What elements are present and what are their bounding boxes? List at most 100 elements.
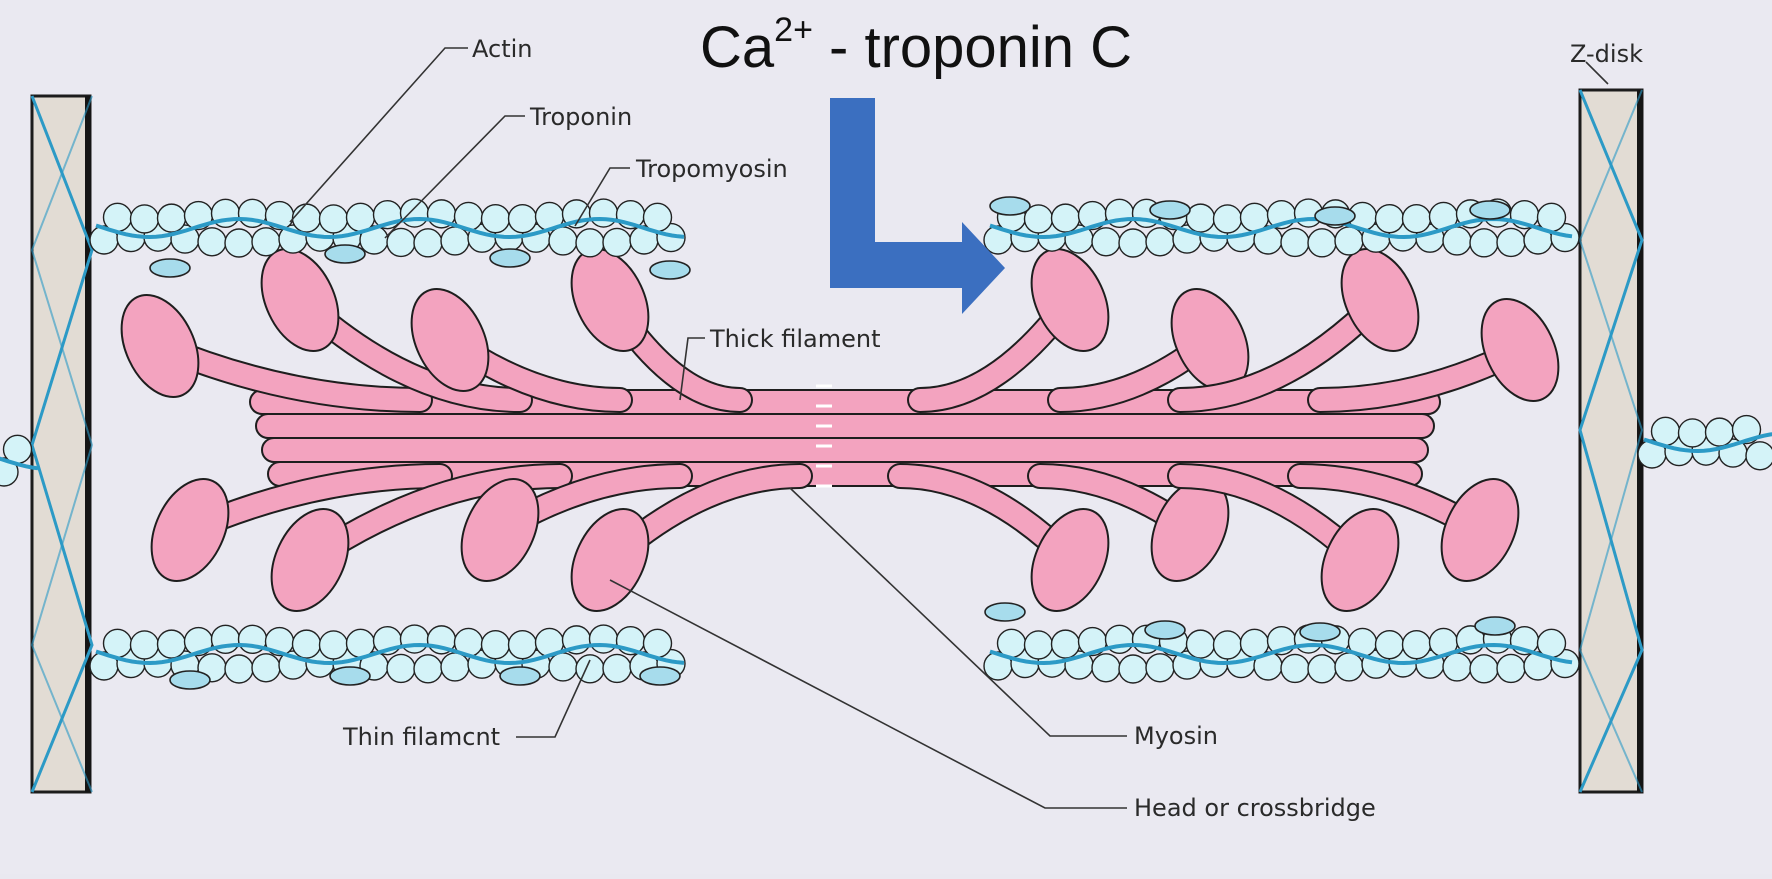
actin-bead <box>386 653 416 684</box>
troponin-complex <box>639 666 681 686</box>
troponin-complex <box>1314 206 1356 226</box>
actin-bead <box>548 652 578 682</box>
thin-filament-stub-left <box>0 434 39 487</box>
actin-bead <box>507 629 538 660</box>
actin-bead <box>1212 204 1243 234</box>
actin-bead <box>1212 630 1243 660</box>
troponin-complex <box>149 258 191 278</box>
actin-bead <box>1469 654 1499 684</box>
actin-bead <box>575 654 605 684</box>
troponin-complex <box>989 196 1031 216</box>
troponin-complex <box>1474 616 1516 636</box>
actin-bead <box>588 624 619 654</box>
thin-filament-bottom-left <box>89 624 686 690</box>
actin-bead <box>1185 203 1216 233</box>
thick-filament <box>120 247 1560 613</box>
actin-bead <box>1050 203 1081 233</box>
actin-bead <box>480 203 511 234</box>
troponin-complex <box>489 248 531 268</box>
thin-filament-bottom-right <box>983 602 1580 684</box>
actin-bead <box>291 203 322 233</box>
actin-bead <box>318 204 349 234</box>
troponin-complex <box>324 244 366 264</box>
actin-bead <box>1091 653 1121 683</box>
troponin-complex <box>329 666 371 686</box>
actin-bead <box>602 653 632 684</box>
tropomyosin-strand <box>989 642 1573 666</box>
label-head-crossbridge: Head or crossbridge <box>1134 794 1376 822</box>
actin-bead <box>548 226 578 256</box>
actin-bead <box>1307 228 1337 258</box>
actin-bead <box>1442 226 1472 256</box>
actin-bead <box>1118 228 1148 258</box>
actin-bead <box>1704 417 1735 447</box>
troponin-complex <box>499 666 541 686</box>
actin-bead <box>156 629 187 659</box>
actin-bead <box>1401 629 1432 660</box>
actin-bead <box>399 624 430 654</box>
myosin-head <box>1030 247 1110 353</box>
actin-bead <box>1374 629 1405 660</box>
myosin-rod <box>255 413 1435 439</box>
tropomyosin-strand <box>989 216 1573 240</box>
tropomyosin-strand <box>95 216 685 240</box>
myosin-head <box>1480 297 1560 403</box>
myosin-head <box>410 287 490 393</box>
actin-bead <box>440 226 470 256</box>
diagram-title: Ca2+ - troponin C <box>700 13 1133 81</box>
actin-bead <box>602 227 632 258</box>
actin-bead <box>318 630 349 660</box>
label-actin: Actin <box>472 35 532 63</box>
troponin-complex <box>984 602 1026 622</box>
actin-bead <box>1745 441 1772 471</box>
actin-bead <box>1677 418 1708 448</box>
actin-bead <box>1145 653 1175 683</box>
myosin-head <box>460 477 540 583</box>
myosin-rod <box>261 437 1429 463</box>
actin-bead <box>224 654 254 684</box>
actin-bead <box>1091 227 1121 257</box>
actin-bead <box>1307 654 1337 684</box>
myosin-head <box>120 293 200 399</box>
actin-bead <box>224 228 254 258</box>
actin-bead <box>440 652 470 682</box>
myosin-head <box>570 507 650 613</box>
troponin-complex <box>169 670 211 690</box>
myosin-head <box>1030 507 1110 613</box>
thin-filament-stub-right <box>1637 414 1772 471</box>
actin-bead <box>1185 629 1216 659</box>
myosin-head <box>1320 507 1400 613</box>
actin-bead <box>251 653 281 683</box>
tropomyosin-strand <box>1643 432 1772 454</box>
label-tropomyosin: Tropomyosin <box>635 155 788 183</box>
actin-bead <box>197 227 227 257</box>
actin-bead <box>1023 630 1054 660</box>
actin-bead <box>1050 629 1081 659</box>
actin-bead <box>1469 228 1499 258</box>
actin-bead <box>399 198 430 228</box>
label-thick-filament: Thick filament <box>709 325 881 353</box>
myosin-head <box>1440 477 1520 583</box>
actin-bead <box>480 629 511 660</box>
calcium-arrow <box>830 98 1005 314</box>
actin-bead <box>1496 227 1526 258</box>
actin-bead <box>129 204 160 234</box>
actin-bead <box>413 228 443 258</box>
tropomyosin-strand <box>0 456 39 471</box>
z-disk-left <box>30 94 94 794</box>
title-rest: - troponin C <box>812 15 1133 80</box>
actin-bead <box>291 629 322 659</box>
actin-bead <box>1442 652 1472 682</box>
thin-filament-top-left <box>89 198 691 280</box>
actin-bead <box>1145 227 1175 257</box>
label-z-disk: Z-disk <box>1570 40 1643 68</box>
actin-bead <box>1496 653 1526 684</box>
leader-lines <box>289 47 1609 809</box>
actin-bead <box>1401 203 1432 234</box>
troponin-complex <box>1469 200 1511 220</box>
actin-bead <box>1334 226 1364 256</box>
label-troponin: Troponin <box>529 103 632 131</box>
actin-bead <box>1280 653 1310 684</box>
